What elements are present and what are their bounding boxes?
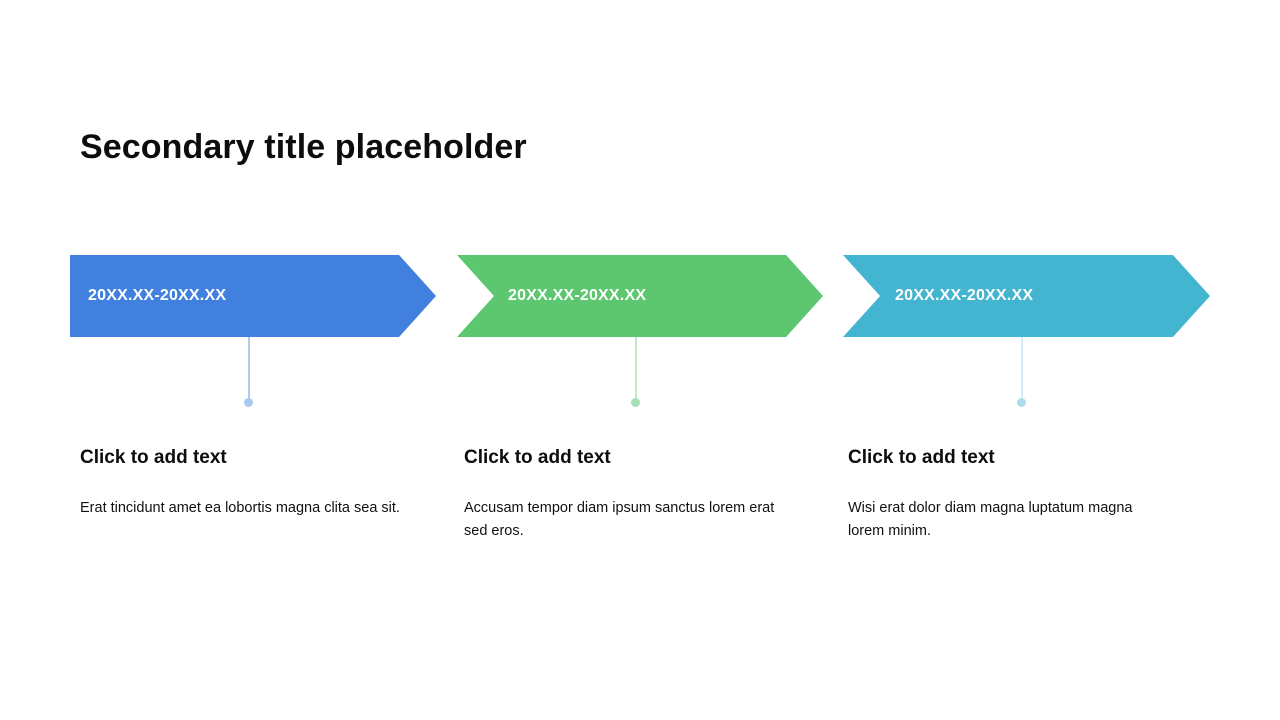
timeline-step-2-connector-line [635,337,637,401]
timeline-step-2-chevron[interactable]: 20XX.XX-20XX.XX [457,255,823,337]
timeline-step-1-text-block: Click to add text Erat tincidunt amet ea… [80,445,425,520]
timeline-step-1-date-label: 20XX.XX-20XX.XX [88,287,227,304]
timeline-step-1-heading[interactable]: Click to add text [80,447,227,468]
timeline-step-2-heading[interactable]: Click to add text [464,447,611,468]
timeline-step-3-chevron[interactable]: 20XX.XX-20XX.XX [843,255,1210,337]
timeline-step-3-connector-dot [1017,398,1026,407]
timeline-step-3-heading[interactable]: Click to add text [848,447,995,468]
timeline-step-1-body[interactable]: Erat tincidunt amet ea lobortis magna cl… [80,500,400,516]
timeline-step-2-text-block: Click to add text Accusam tempor diam ip… [464,445,809,543]
timeline-step-1-connector-line [248,337,250,401]
timeline-chevron-band: 20XX.XX-20XX.XX 20XX.XX-20XX.XX 20XX.XX-… [0,255,1280,337]
timeline-step-1-connector-dot [244,398,253,407]
timeline-step-3-connector-line [1021,337,1023,401]
timeline-step-3-text-block: Click to add text Wisi erat dolor diam m… [848,445,1193,543]
timeline-step-3-date-label: 20XX.XX-20XX.XX [895,287,1034,304]
timeline-step-2-body[interactable]: Accusam tempor diam ipsum sanctus lorem … [464,500,775,539]
page-title[interactable]: Secondary title placeholder [80,128,527,166]
timeline-step-2-date-label: 20XX.XX-20XX.XX [508,287,647,304]
timeline-step-2-connector-dot [631,398,640,407]
timeline-step-1-chevron[interactable]: 20XX.XX-20XX.XX [70,255,436,337]
timeline-step-3-body[interactable]: Wisi erat dolor diam magna luptatum magn… [848,500,1133,539]
